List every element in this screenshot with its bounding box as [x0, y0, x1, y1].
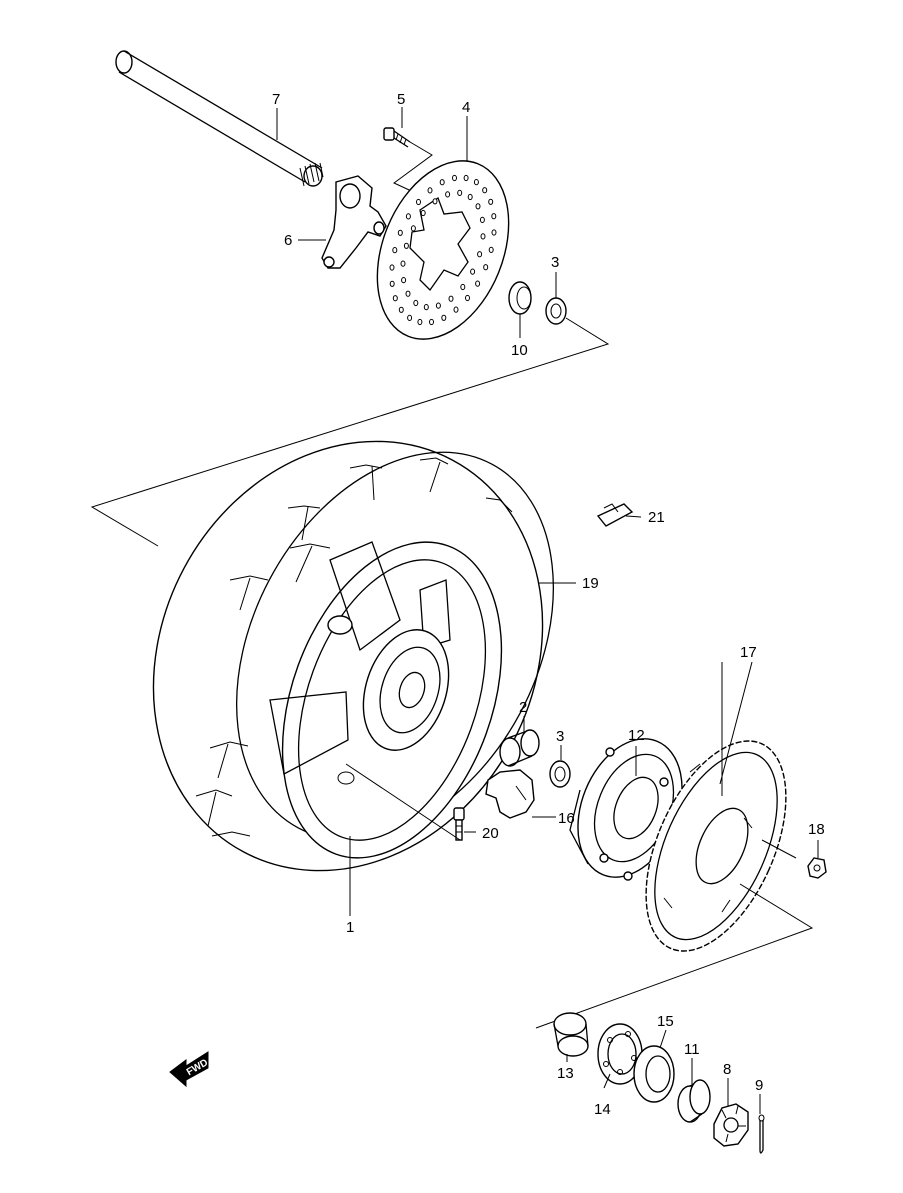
brake-disc[interactable]: [353, 141, 534, 358]
drum-spacer[interactable]: [553, 1012, 589, 1057]
axle-spacer[interactable]: [677, 1079, 711, 1123]
disc-hole: [470, 268, 476, 275]
disc-hole: [491, 229, 497, 236]
callout-4: 4: [462, 99, 470, 116]
spacer[interactable]: [499, 729, 540, 767]
disc-hole: [453, 306, 459, 313]
disc-hole: [452, 174, 457, 182]
disc-hole: [448, 295, 454, 302]
callout-6: 6: [284, 232, 292, 249]
rear-axle[interactable]: [115, 50, 324, 187]
disc-hole: [483, 264, 489, 271]
sprocket-nut[interactable]: [807, 857, 827, 879]
disc-hole: [479, 216, 485, 223]
caliper-bracket[interactable]: [321, 175, 387, 269]
disc-hole: [491, 213, 497, 220]
disc-hole: [398, 306, 404, 313]
sprocket-guide-line: [535, 883, 814, 1029]
callout-12: 12: [628, 727, 645, 744]
wheel-rim[interactable]: [242, 512, 542, 889]
rear-sprocket[interactable]: [617, 720, 814, 972]
disc-hole: [407, 314, 413, 321]
callout-14: 14: [594, 1101, 611, 1118]
disc-hole: [400, 260, 406, 267]
disc-hole: [397, 229, 403, 236]
drum-oil-seal[interactable]: [633, 1045, 675, 1103]
callout-1: 1: [346, 919, 354, 936]
callout-3-upper: 3: [551, 254, 559, 271]
disc-hole: [445, 191, 451, 198]
callout-13: 13: [557, 1065, 574, 1082]
disc-hole: [405, 290, 411, 297]
callout-17: 17: [740, 644, 757, 661]
callout-11: 11: [684, 1041, 700, 1058]
disc-hole: [457, 189, 463, 196]
disc-hole: [389, 264, 395, 271]
callout-20: 20: [482, 825, 499, 842]
balance-weight[interactable]: [596, 503, 634, 527]
disc-hole: [475, 203, 481, 210]
wheel-bearing-lower[interactable]: [549, 760, 571, 788]
callout-16: 16: [558, 810, 575, 827]
assembly-guide-line: [90, 317, 610, 547]
callout-8: 8: [723, 1061, 731, 1078]
forward-arrow-icon: FWD: [169, 1051, 210, 1088]
tire-valve[interactable]: [453, 807, 465, 841]
disc-hole: [417, 318, 423, 326]
wheel-bearing-upper[interactable]: [545, 297, 567, 325]
disc-hole: [401, 277, 407, 284]
disc-hole: [392, 295, 398, 302]
axle-nut[interactable]: [713, 1103, 749, 1147]
disc-hole: [405, 213, 411, 220]
disc-hole: [488, 246, 494, 253]
disc-hole: [432, 198, 438, 205]
disc-hole: [463, 174, 469, 182]
disc-hole: [460, 283, 466, 291]
disc-hole: [413, 299, 419, 307]
callout-15: 15: [657, 1013, 674, 1030]
disc-hole: [429, 318, 434, 326]
disc-hole: [477, 251, 483, 258]
leader-lines: [276, 107, 819, 1114]
disc-hole: [482, 187, 488, 194]
drum-bearing[interactable]: [597, 1023, 643, 1085]
disc-hole: [392, 247, 398, 254]
disc-hole: [467, 193, 473, 201]
callout-3-lower: 3: [556, 728, 564, 745]
disc-hole: [420, 209, 426, 217]
disc-hole: [416, 198, 421, 206]
disc-hole: [435, 302, 441, 309]
callout-labels: 7 5 4 6 3 10 21 19 2 3 12 17 18 16 20 1 …: [272, 91, 825, 1118]
callout-9: 9: [755, 1077, 763, 1094]
disc-hole: [403, 242, 409, 249]
disc-hole: [480, 233, 486, 240]
callout-5: 5: [397, 91, 405, 108]
disc-hole: [488, 198, 494, 205]
callout-19: 19: [582, 575, 599, 592]
callout-18: 18: [808, 821, 825, 838]
disc-hole: [439, 179, 445, 186]
disc-hole: [423, 304, 429, 311]
brake-disc-bolt[interactable]: [383, 127, 411, 148]
fwd-label: FWD: [185, 1057, 210, 1078]
disc-hole: [427, 187, 433, 194]
disc-hole: [473, 179, 479, 186]
disc-holes: [389, 174, 497, 326]
disc-hole: [389, 280, 395, 287]
callout-7: 7: [272, 91, 280, 108]
disc-hole: [475, 280, 481, 287]
disc-hole: [465, 294, 470, 302]
disc-hole: [410, 225, 416, 232]
callout-10: 10: [511, 342, 528, 359]
cush-drive-damper[interactable]: [485, 769, 535, 819]
dust-seal[interactable]: [508, 281, 532, 315]
cotter-pin[interactable]: [758, 1114, 765, 1154]
bolt-leader: [393, 141, 433, 196]
disc-hole: [441, 314, 447, 321]
callout-21: 21: [648, 509, 665, 526]
callout-2: 2: [519, 699, 527, 716]
